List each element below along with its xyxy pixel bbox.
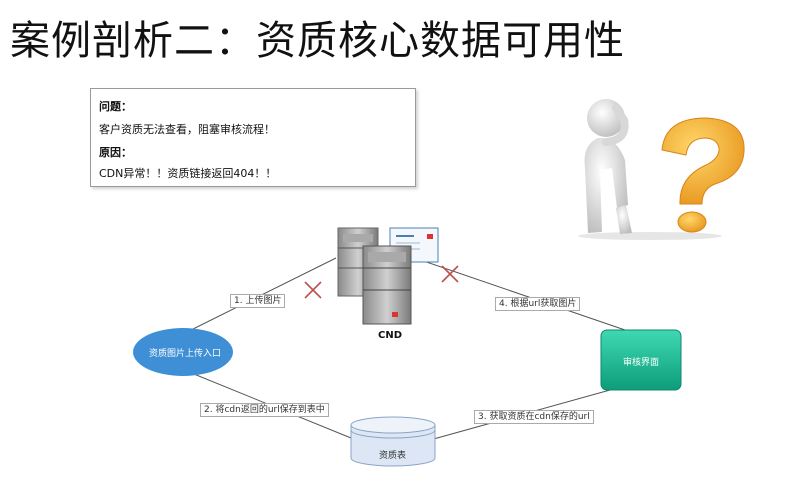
confused-person-icon (560, 88, 755, 240)
edge-3-label: 3. 获取资质在cdn保存的url (474, 410, 594, 424)
cause-heading: 原因： (99, 146, 132, 159)
page-title: 案例剖析二：资质核心数据可用性 (10, 18, 625, 64)
edge-4-line (405, 254, 626, 331)
qualification-table-node (350, 416, 436, 467)
problem-text: 客户资质无法查看，阻塞审核流程！ (99, 123, 275, 136)
upload-entry-label: 资质图片上传入口 (149, 349, 222, 359)
review-ui-node (600, 329, 682, 391)
cause-text: CDN异常！！资质链接返回404！！ (99, 167, 277, 180)
cdn-label: CND (378, 330, 403, 341)
review-ui-label: 审核界面 (623, 358, 660, 368)
cdn-server-icon (337, 227, 439, 325)
problem-heading: 问题： (99, 100, 132, 113)
qualification-table-label: 资质表 (379, 451, 407, 461)
edge-2-label: 2. 将cdn返回的url保存到表中 (200, 403, 329, 417)
edge-1-label: 1. 上传图片 (230, 294, 286, 308)
failure-x-icon (304, 281, 322, 299)
failure-x-icon (441, 265, 459, 283)
upload-entry-node (133, 328, 233, 376)
issue-box: 问题： 客户资质无法查看，阻塞审核流程！ 原因： CDN异常！！资质链接返回40… (90, 88, 416, 187)
edge-4-label: 4. 根据url获取图片 (495, 297, 581, 311)
